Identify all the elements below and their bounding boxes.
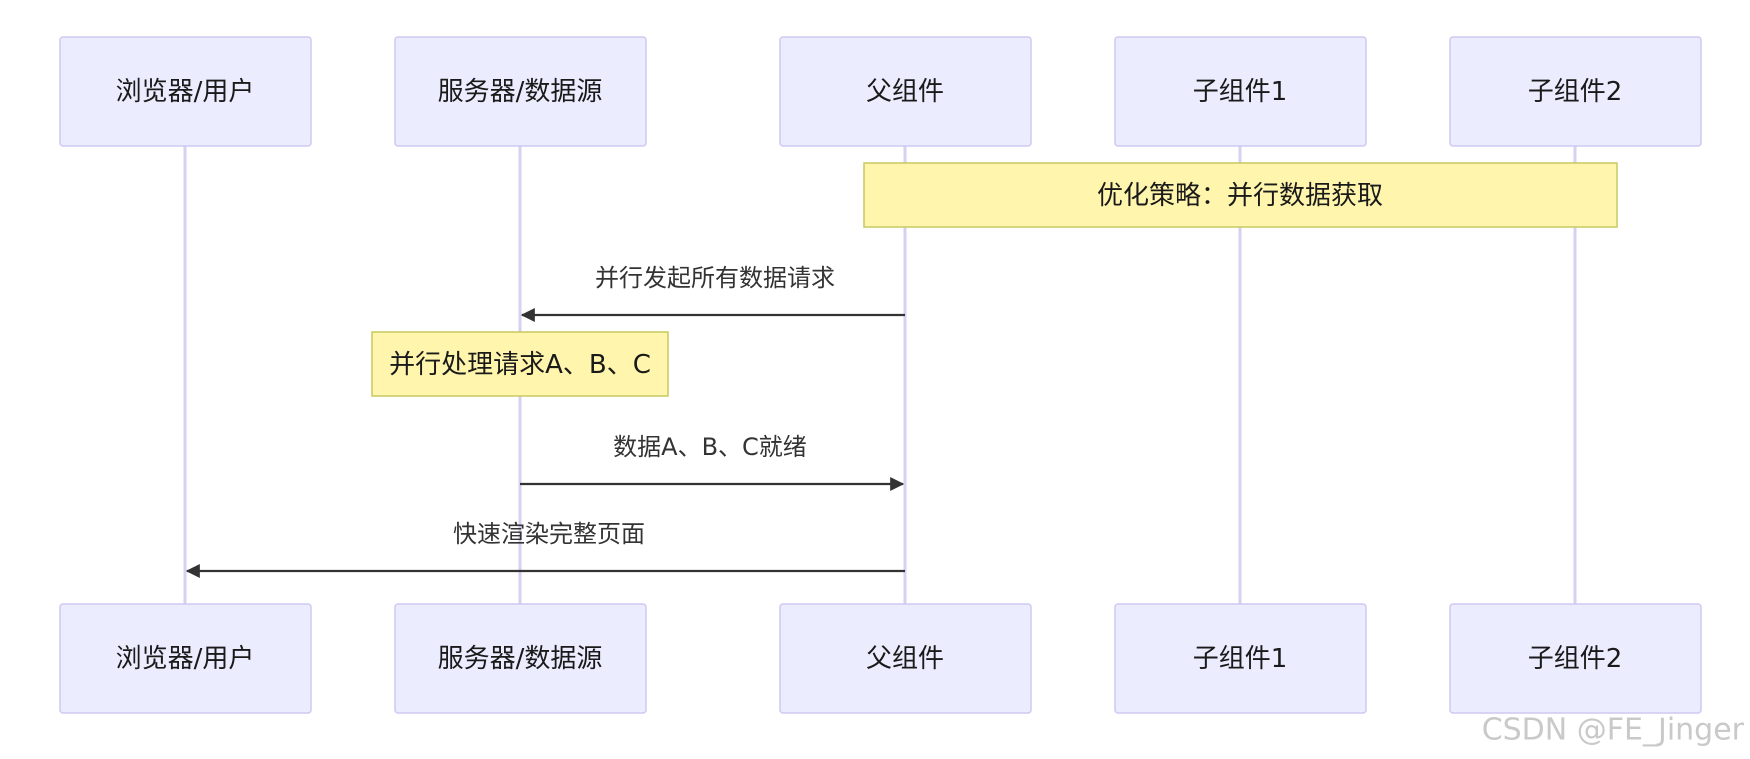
message-fetch-label: 并行发起所有数据请求 (595, 264, 835, 292)
participant-label: 父组件 (866, 77, 944, 107)
participant-server-bottom: 服务器/数据源 (394, 603, 647, 714)
message-render: 快速渲染完整页面 (185, 520, 905, 578)
participant-label: 服务器/数据源 (438, 77, 603, 107)
note-process-text: 并行处理请求A、B、C (389, 350, 651, 380)
participant-child1-top: 子组件1 (1114, 36, 1367, 147)
participant-label: 父组件 (866, 644, 944, 674)
note-strategy: 优化策略：并行数据获取 (863, 162, 1618, 228)
participant-label: 浏览器/用户 (116, 77, 255, 107)
participant-label: 子组件1 (1193, 644, 1288, 674)
watermark-text: CSDN @FE_Jinger (1482, 713, 1745, 748)
participant-label: 浏览器/用户 (116, 644, 255, 674)
participant-label: 子组件2 (1528, 644, 1623, 674)
participant-label: 子组件1 (1193, 77, 1288, 107)
message-ready: 数据A、B、C就绪 (520, 433, 905, 491)
message-ready-label: 数据A、B、C就绪 (613, 433, 807, 461)
note-process: 并行处理请求A、B、C (371, 331, 669, 397)
participant-child2-top: 子组件2 (1449, 36, 1702, 147)
participant-browser-bottom: 浏览器/用户 (59, 603, 312, 714)
participant-browser-top: 浏览器/用户 (59, 36, 312, 147)
participant-label: 服务器/数据源 (438, 644, 603, 674)
participant-server-top: 服务器/数据源 (394, 36, 647, 147)
message-fetch: 并行发起所有数据请求 (520, 264, 905, 322)
participant-child2-bottom: 子组件2 (1449, 603, 1702, 714)
participant-label: 子组件2 (1528, 77, 1623, 107)
participant-child1-bottom: 子组件1 (1114, 603, 1367, 714)
participant-parent-bottom: 父组件 (779, 603, 1032, 714)
note-strategy-text: 优化策略：并行数据获取 (1097, 181, 1383, 211)
participant-parent-top: 父组件 (779, 36, 1032, 147)
message-render-label: 快速渲染完整页面 (453, 520, 645, 548)
